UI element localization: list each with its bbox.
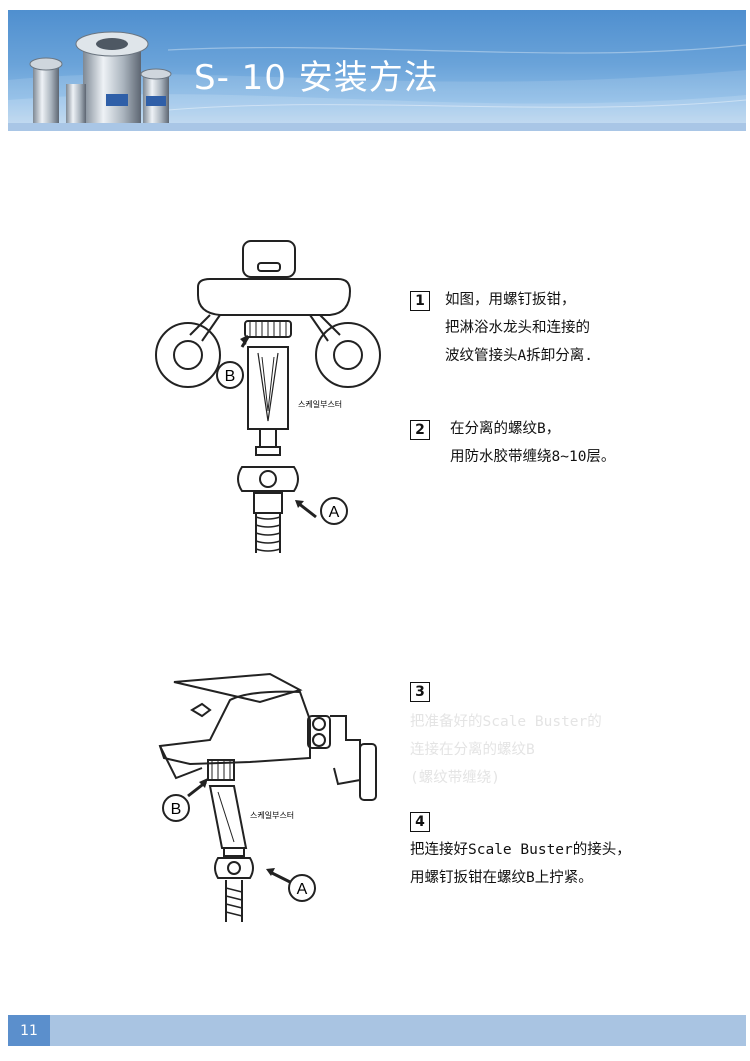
product-label: 스케일부스터 [298,400,342,409]
step-1-number: 1 [410,291,430,311]
right-connector [315,322,381,388]
wall-mount [330,715,361,786]
step-3-number: 3 [410,682,430,702]
page-number: 11 [8,1015,50,1046]
handle-knob [242,240,296,278]
banner-waves [8,44,746,131]
step-4-text: 把连接好Scale Buster的接头， 用螺钉扳钳在螺纹B上拧紧。 [410,842,631,886]
label-a: A [329,504,340,521]
left-connector [155,322,221,388]
faucet-diagram-2: B A 스케일부스터 [158,672,377,922]
header-banner: S- 10 安装方法 [8,10,746,131]
product-label: 스케일부스터 [250,811,294,820]
header-underline [8,123,746,131]
nut-a [237,466,299,492]
scale-buster-tube [247,346,289,430]
lever-handle [173,672,303,704]
faucet-body [158,690,311,766]
faucet-body [197,278,352,316]
page-title: S- 10 安装方法 [194,58,439,98]
footer-bar [8,1015,746,1046]
label-a: A [297,881,308,898]
step-3-text: 把准备好的Scale Buster的 连接在分离的螺纹B (螺纹带缠绕) [410,714,602,786]
faucet-diagram-1: B A 스케일부스터 [155,240,381,553]
label-b: B [171,801,182,818]
thread-b [207,759,235,781]
step-2-number: 2 [410,420,430,440]
step-1-text: 如图，用螺钉扳钳， 把淋浴水龙头和连接的 波纹管接头A拆卸分离. [445,292,593,364]
step-2-text: 在分离的螺纹B， 用防水胶带缠绕8~10层。 [450,421,616,465]
product-pipes-image [29,31,172,131]
nut-a [214,857,254,879]
scale-buster-tube [208,785,248,849]
step-4-number: 4 [410,812,430,832]
label-b: B [225,368,236,385]
